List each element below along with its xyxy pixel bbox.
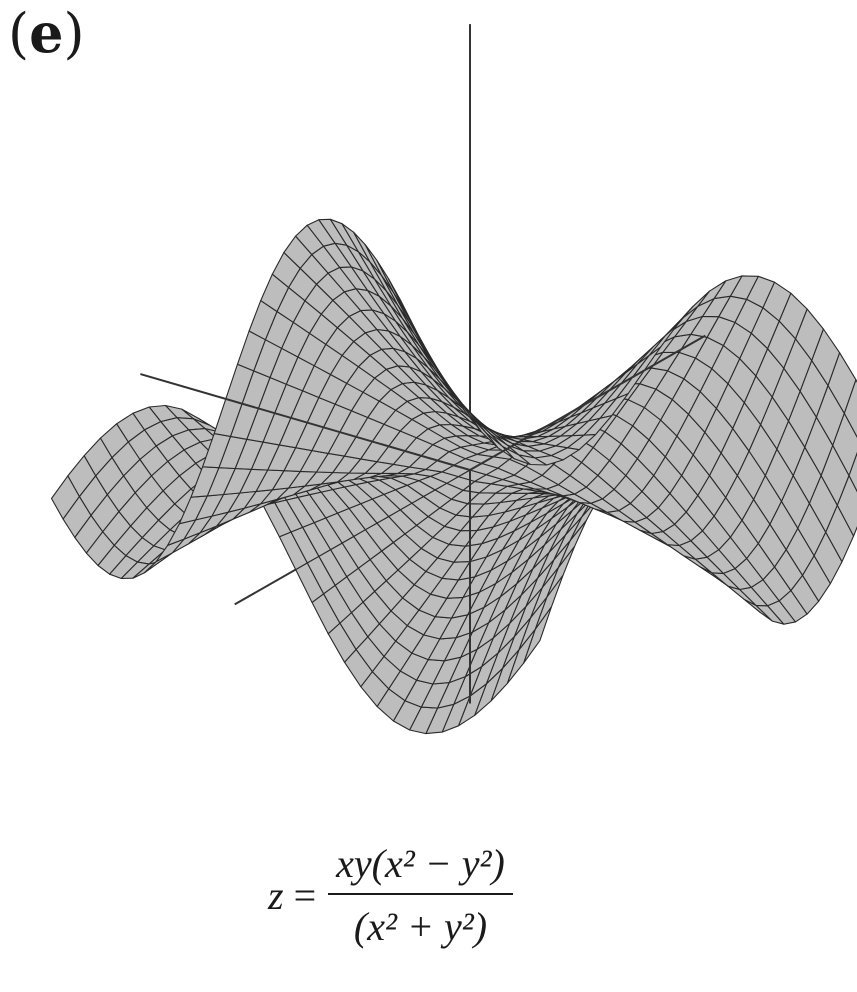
formula-fraction-bar	[328, 893, 513, 895]
axes-front	[140, 334, 706, 704]
x-axis-negative	[140, 373, 471, 471]
formula-equals: =	[293, 872, 317, 918]
panel-close-paren: )	[63, 2, 85, 65]
surface-mesh	[50, 218, 857, 735]
mesh-cell	[387, 278, 417, 332]
panel-label: (e)	[8, 6, 85, 61]
formula-fraction: xy(x² − y²) (x² + y²)	[328, 840, 513, 950]
y-axis-negative	[469, 334, 706, 471]
formula-lhs: z	[268, 872, 284, 918]
formula-denominator: (x² + y²)	[353, 904, 488, 949]
surface-plot	[50, 24, 857, 735]
formula: z = xy(x² − y²) (x² + y²)	[268, 840, 513, 950]
panel-open-paren: (	[8, 2, 30, 65]
formula-numerator: xy(x² − y²)	[336, 841, 505, 886]
panel-letter: e	[29, 1, 64, 65]
